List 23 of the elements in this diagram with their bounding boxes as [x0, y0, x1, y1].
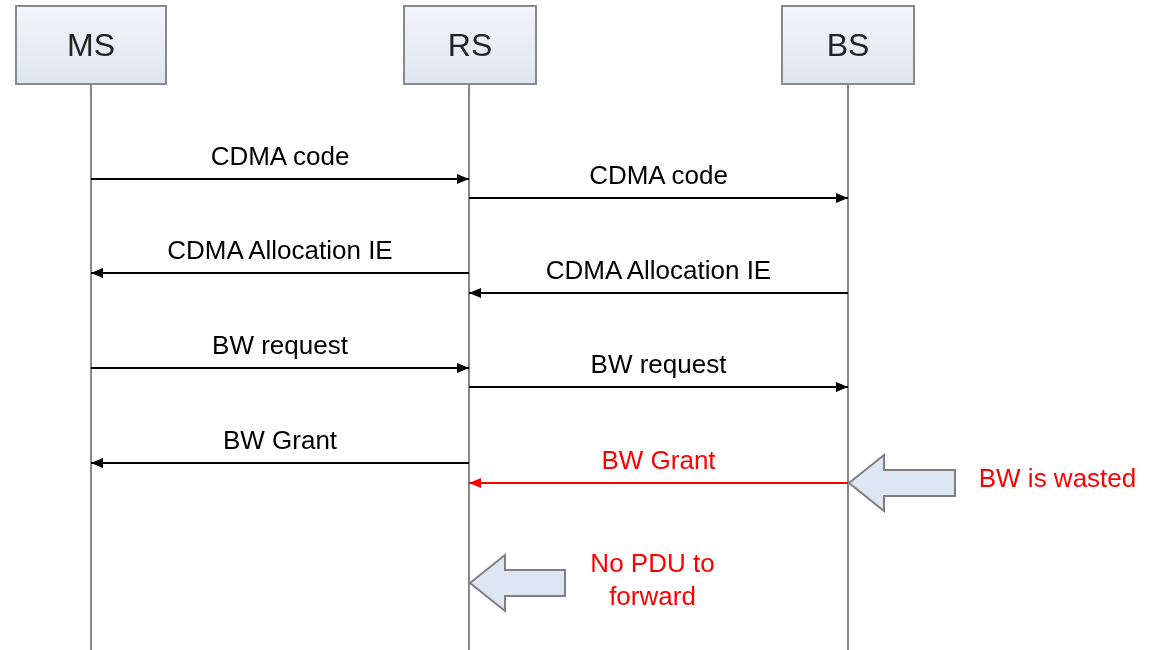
message-label: BW Grant — [222, 425, 338, 456]
actor-box: BS — [781, 5, 915, 85]
message-arrow — [90, 174, 470, 184]
message-label: CDMA Allocation IE — [545, 255, 772, 286]
block-arrow — [468, 552, 566, 614]
message-arrow — [468, 193, 849, 203]
actor-box: RS — [403, 5, 537, 85]
actor-box: MS — [15, 5, 167, 85]
message-label: BW request — [590, 349, 727, 380]
block-arrow — [847, 452, 956, 514]
message-arrow — [468, 288, 849, 298]
note-text: BW is wasted — [955, 462, 1160, 502]
note-text: No PDU to forward — [565, 547, 740, 617]
message-label: BW Grant — [601, 445, 716, 476]
message-arrow — [468, 478, 849, 488]
message-arrow — [90, 458, 470, 468]
message-arrow — [468, 382, 849, 392]
message-label: CDMA code — [589, 160, 728, 191]
message-label: BW request — [212, 330, 348, 361]
message-arrow — [90, 268, 470, 278]
message-label: CDMA code — [210, 141, 350, 172]
message-arrow — [90, 363, 470, 373]
message-label: CDMA Allocation IE — [167, 235, 393, 266]
